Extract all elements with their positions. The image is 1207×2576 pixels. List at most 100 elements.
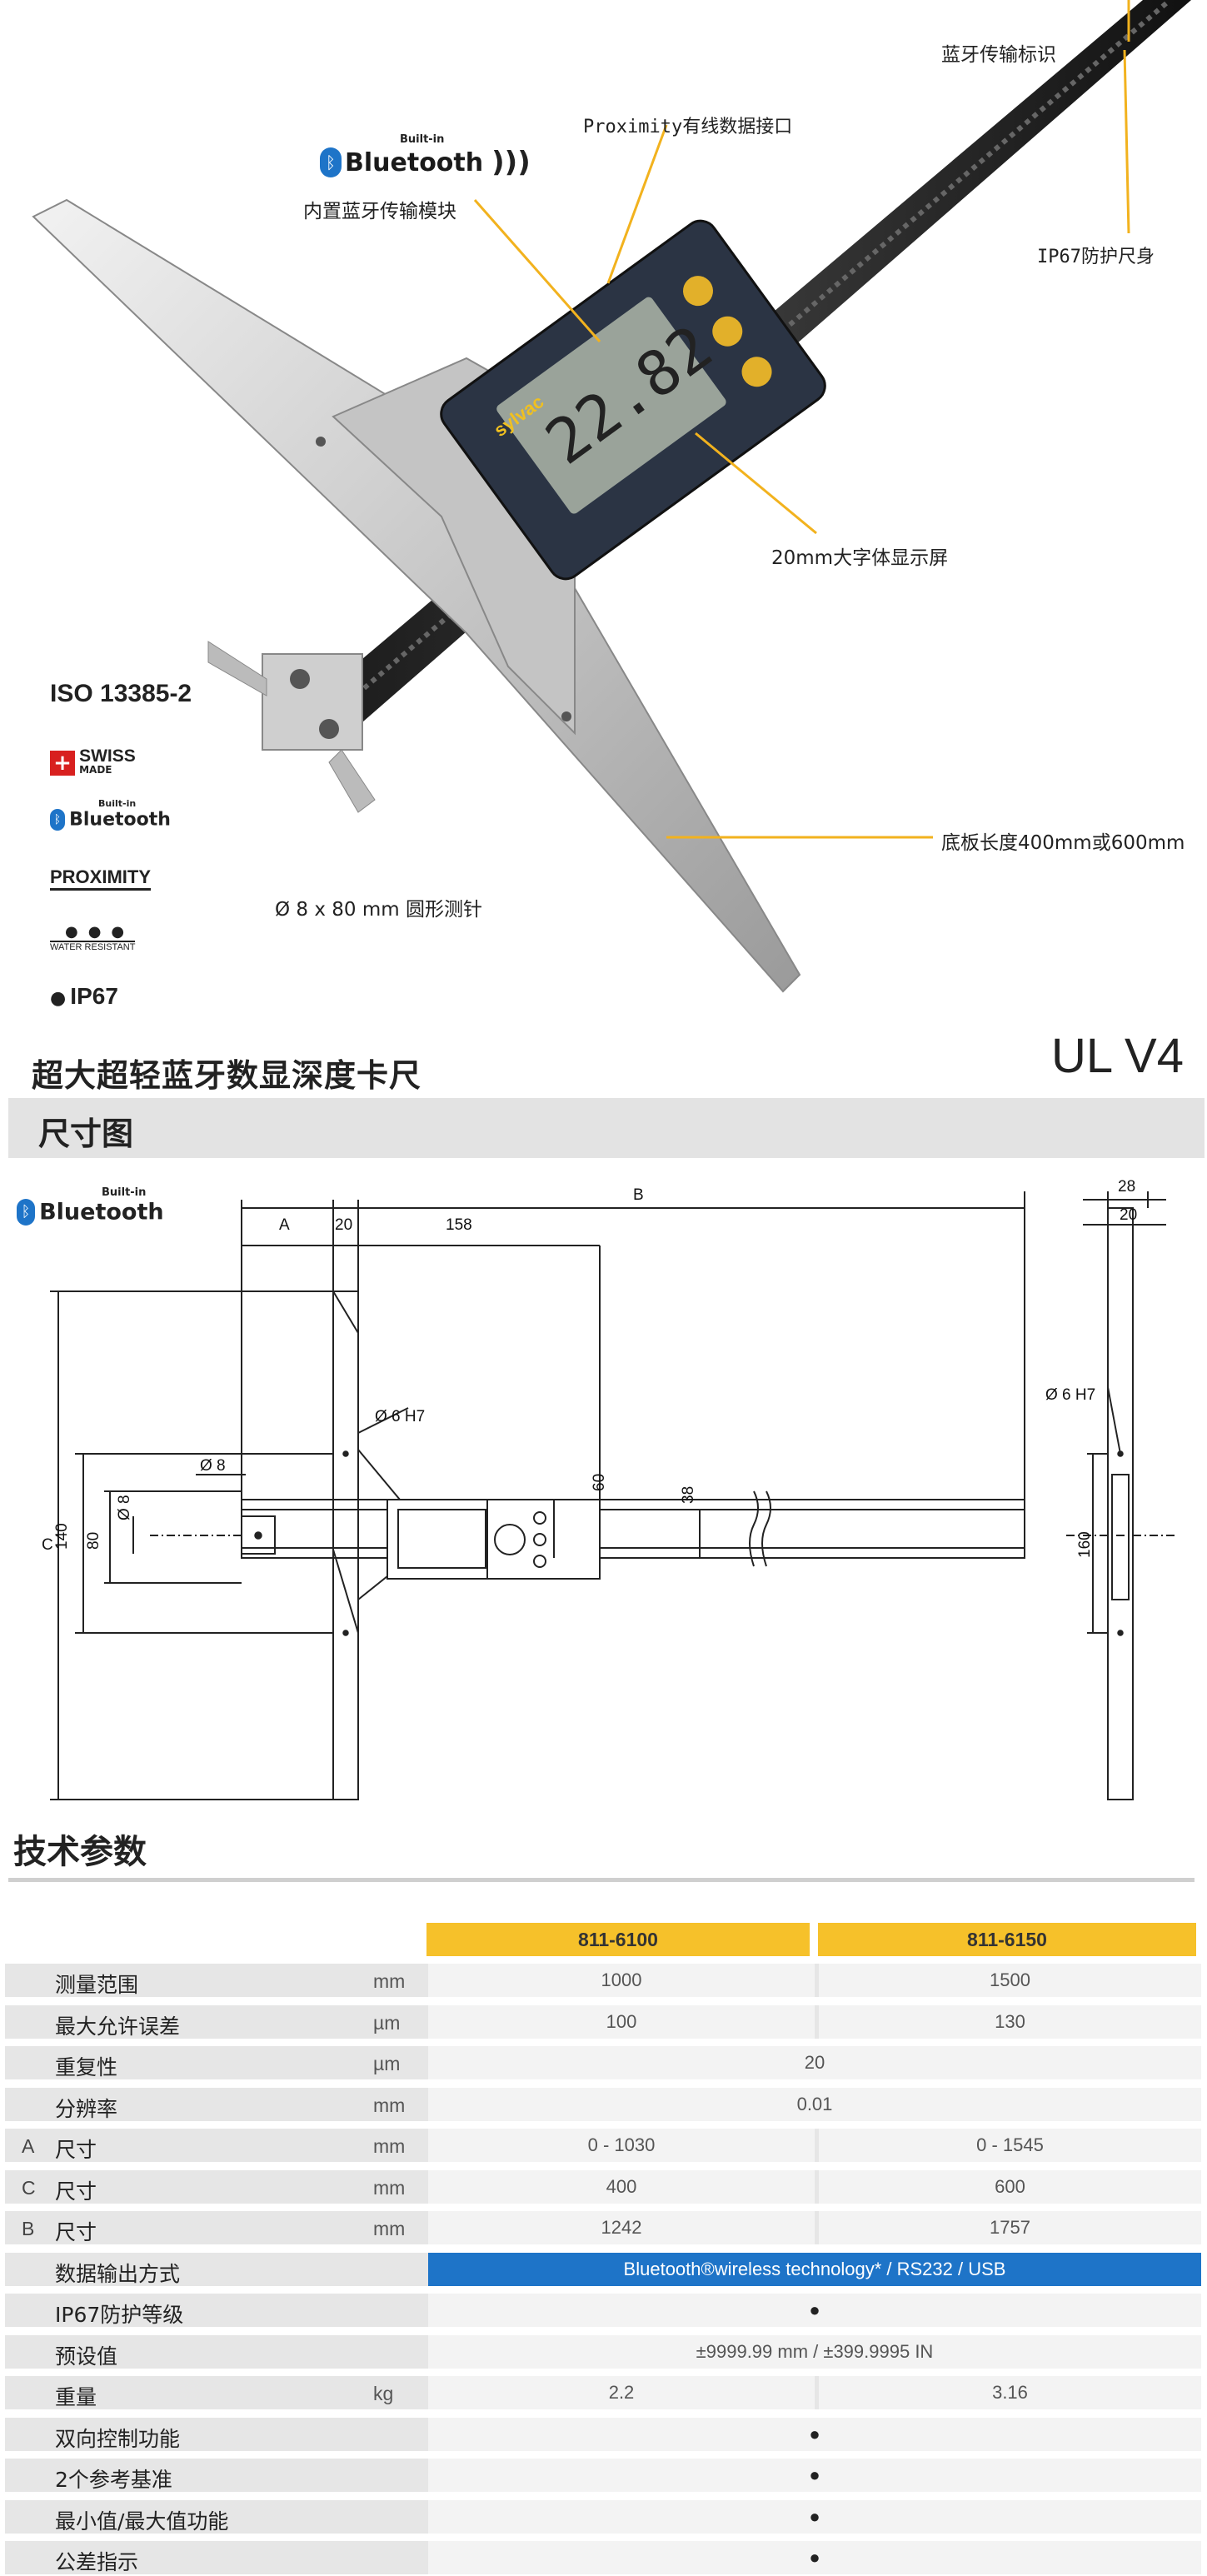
spec-label: 尺寸	[55, 2179, 97, 2204]
spec-value-merged: ●	[428, 2499, 1201, 2534]
spec-label: 预设值	[55, 2344, 118, 2369]
swiss-cross-icon: +	[50, 751, 75, 776]
dim-h7: Ø 6 H7	[375, 1408, 425, 1425]
spec-label: 数据输出方式	[55, 2261, 181, 2286]
probe-block	[262, 653, 363, 751]
dim-38: 38	[680, 1486, 697, 1504]
spec-value-merged: Bluetooth®wireless technology* / RS232 /…	[428, 2252, 1201, 2286]
spec-label: 公差指示	[55, 2550, 139, 2574]
spec-row: 2个参考基准 ●	[5, 2459, 1201, 2492]
lcd-screen	[496, 297, 726, 514]
dim-c: C	[42, 1536, 53, 1554]
dim-28: 28	[1118, 1178, 1135, 1196]
dim-158: 158	[446, 1216, 472, 1234]
proximity-logo: PROXIMITY	[50, 866, 152, 891]
spec-label: 分辨率	[55, 2096, 118, 2121]
product-hero: 22.82 sylvac 蓝牙传输标识 Proximity有线数据接口 Buil…	[0, 0, 1207, 1033]
spec-header-1: 811-6100	[426, 1923, 810, 1956]
spec-row: 预设值 ±9999.99 mm / ±399.9995 IN	[5, 2334, 1201, 2369]
spec-row: IP67防护等级 ●	[5, 2294, 1201, 2327]
dim-a: A	[279, 1216, 290, 1234]
spec-label: 重量	[55, 2385, 97, 2409]
spec-value-6100: 0 - 1030	[428, 2129, 815, 2162]
spec-prefix: C	[22, 2176, 36, 2199]
section-dimensions-bar: 尺寸图	[8, 1098, 1205, 1158]
bluetooth-icon: ᛒ	[17, 1199, 35, 1226]
spec-value-6100: 1000	[428, 1964, 815, 1997]
spec-row: 公差指示 ●	[5, 2541, 1201, 2574]
spec-value-6100: 1242	[428, 2211, 815, 2244]
iso-label: ISO 13385-2	[50, 680, 192, 707]
callout-bt-sign: 蓝牙传输标识	[941, 44, 1056, 66]
ip67-logo: ● IP67	[50, 983, 118, 1009]
spec-value-merged: ●	[428, 2459, 1201, 2492]
spec-prefix: B	[22, 2218, 35, 2239]
round-probe	[328, 749, 376, 813]
product-title: 超大超轻蓝牙数显深度卡尺	[32, 1057, 422, 1094]
spec-row: 数据输出方式 Bluetooth®wireless technology* / R…	[5, 2252, 1201, 2286]
spec-label: 双向控制功能	[55, 2426, 181, 2451]
spec-label: 最大允许误差	[55, 2014, 181, 2039]
bluetooth-badge-drawing: Built-in ᛒ Bluetooth	[17, 1186, 164, 1226]
bluetooth-icon: ᛒ	[320, 147, 342, 177]
wifi-signal-icon: )))	[491, 146, 531, 179]
spec-label: 2个参考基准	[55, 2468, 172, 2492]
callout-display: 20mm大字体显示屏	[771, 547, 949, 569]
water-drops-icon: ●●●	[65, 923, 135, 941]
spec-unit: µm	[373, 2053, 401, 2074]
spec-value-6100: 400	[428, 2169, 815, 2204]
callout-bt-module: 内置蓝牙传输模块	[303, 201, 456, 222]
section-title-specs: 技术参数	[13, 1833, 147, 1871]
spec-header-2: 811-6150	[818, 1923, 1196, 1956]
dim-b: B	[633, 1186, 644, 1204]
spec-value-6150: 130	[819, 2004, 1201, 2039]
spec-unit: µm	[373, 2011, 401, 2034]
dim-h7b: Ø 6 H7	[1045, 1386, 1095, 1404]
spec-value-merged: 20	[428, 2046, 1201, 2079]
spec-value-6150: 600	[819, 2169, 1201, 2204]
water-drop-icon: ●	[50, 988, 67, 1009]
spec-label: IP67防护等级	[55, 2303, 184, 2327]
bluetooth-icon: ᛒ	[50, 809, 65, 831]
dim-160: 160	[1076, 1531, 1094, 1558]
caliper-illustration: 22.82 sylvac	[32, 0, 1191, 993]
dim-140: 140	[53, 1523, 71, 1550]
spec-value-merged: ●	[428, 2294, 1201, 2327]
spec-value-merged: ±9999.99 mm / ±399.9995 IN	[428, 2334, 1201, 2369]
specs-divider	[8, 1878, 1195, 1882]
dim-d8-vert: Ø 8	[116, 1495, 133, 1520]
dim-80: 80	[85, 1532, 102, 1550]
spec-value-6100: 100	[428, 2004, 815, 2039]
callout-ip67: IP67防护尺身	[1037, 247, 1155, 267]
callout-proximity: Proximity有线数据接口	[583, 117, 793, 137]
dimension-drawing: A 20 158 B C 140 80 Ø 8 Ø 8 Ø 6 H7 60 38…	[42, 1178, 1175, 1800]
spec-unit: mm	[373, 2176, 406, 2199]
dim-20b: 20	[1120, 1206, 1137, 1224]
spec-row: 分辨率 mm 0.01	[5, 2087, 1201, 2121]
section-title-dimensions: 尺寸图	[38, 1116, 134, 1152]
spec-value-merged: ●	[428, 2417, 1201, 2451]
spec-row: 双向控制功能 ●	[5, 2417, 1201, 2451]
spec-prefix: A	[22, 2135, 35, 2157]
spec-value-6100: 2.2	[428, 2376, 815, 2409]
spec-value-merged: 0.01	[428, 2087, 1201, 2121]
spec-unit: mm	[373, 1970, 406, 1992]
spec-label: 尺寸	[55, 2138, 97, 2162]
spec-value-6150: 3.16	[819, 2376, 1201, 2409]
dim-60: 60	[591, 1474, 608, 1491]
spec-value-merged: ●	[428, 2541, 1201, 2574]
spec-label: 重复性	[55, 2055, 118, 2079]
spec-label: 最小值/最大值功能	[55, 2509, 229, 2534]
spec-row: 重复性 µm 20	[5, 2046, 1201, 2079]
callout-probe: Ø 8 x 80 mm 圆形测针	[275, 899, 482, 921]
callout-base-length: 底板长度400mm或600mm	[941, 832, 1185, 854]
bluetooth-badge-hero: Built-in ᛒ Bluetooth )))	[320, 133, 531, 179]
model-name: UL V4	[1050, 1029, 1184, 1083]
spec-unit: mm	[373, 2094, 406, 2116]
spec-unit: mm	[373, 2135, 406, 2157]
